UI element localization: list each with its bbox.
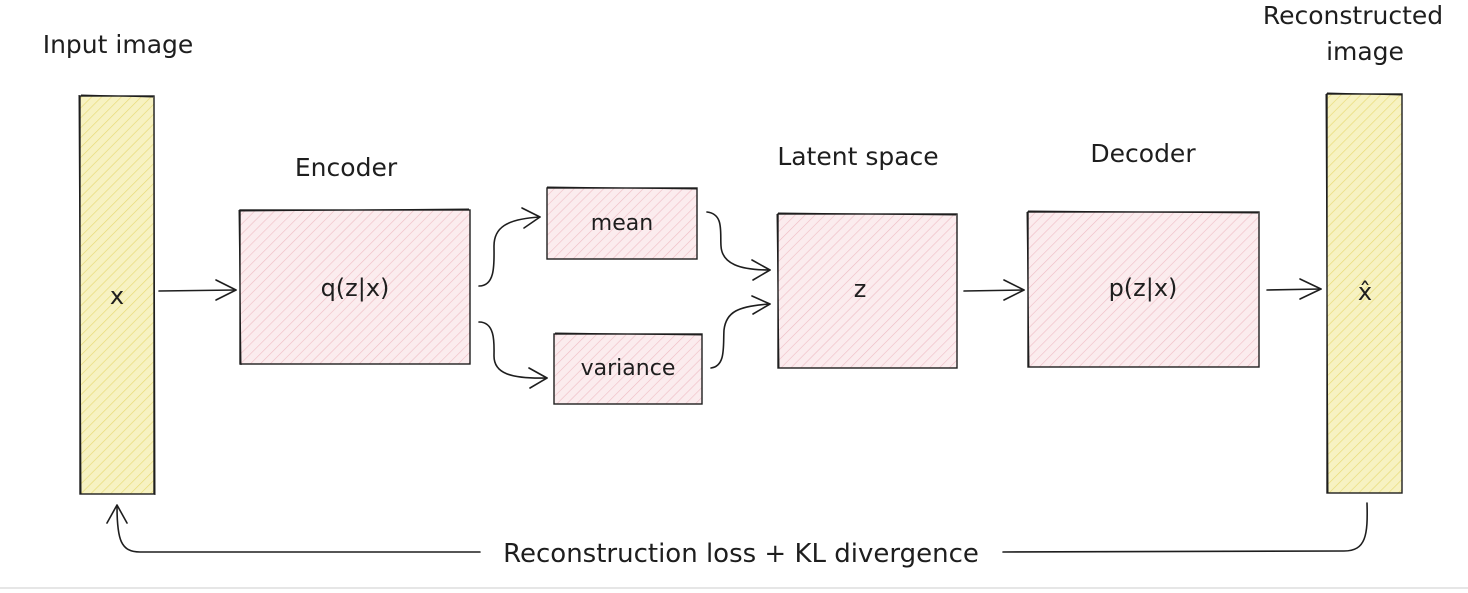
feedback-loop-arrow <box>106 502 1368 553</box>
encoder-title: Encoder <box>295 153 398 182</box>
output-symbol: x̂ <box>1358 278 1372 306</box>
input-image-title: Input image <box>43 30 194 59</box>
variance-label: variance <box>581 356 676 381</box>
arrow-mean-to-latent <box>706 211 771 281</box>
latent-space-title: Latent space <box>777 142 938 171</box>
decoder-title: Decoder <box>1090 139 1196 168</box>
arrow-encoder-to-mean <box>478 207 541 287</box>
input-image-box: x <box>78 94 156 496</box>
reconstructed-image-box: x̂ <box>1325 92 1403 494</box>
encoder-box: q(z|x) <box>238 208 471 366</box>
variance-box: variance <box>553 332 703 405</box>
loss-label: Reconstruction loss + KL divergence <box>503 539 979 569</box>
arrow-input-to-encoder <box>158 279 237 301</box>
latent-space-box: z <box>776 212 958 369</box>
mean-label: mean <box>591 211 653 236</box>
decoder-box: p(z|x) <box>1026 210 1260 368</box>
arrow-latent-to-decoder <box>963 279 1025 301</box>
arrow-encoder-to-variance <box>478 321 548 389</box>
encoder-formula: q(z|x) <box>321 274 390 302</box>
reconstructed-image-title-line1: Reconstructed <box>1263 1 1443 30</box>
bottom-divider <box>0 587 1468 589</box>
decoder-formula: p(z|x) <box>1109 274 1178 302</box>
arrow-decoder-to-output <box>1266 278 1322 300</box>
reconstructed-image-title-line2: image <box>1326 37 1404 66</box>
input-symbol: x <box>110 282 124 310</box>
latent-symbol: z <box>854 275 867 303</box>
mean-box: mean <box>546 186 698 260</box>
arrow-variance-to-latent <box>710 295 771 369</box>
